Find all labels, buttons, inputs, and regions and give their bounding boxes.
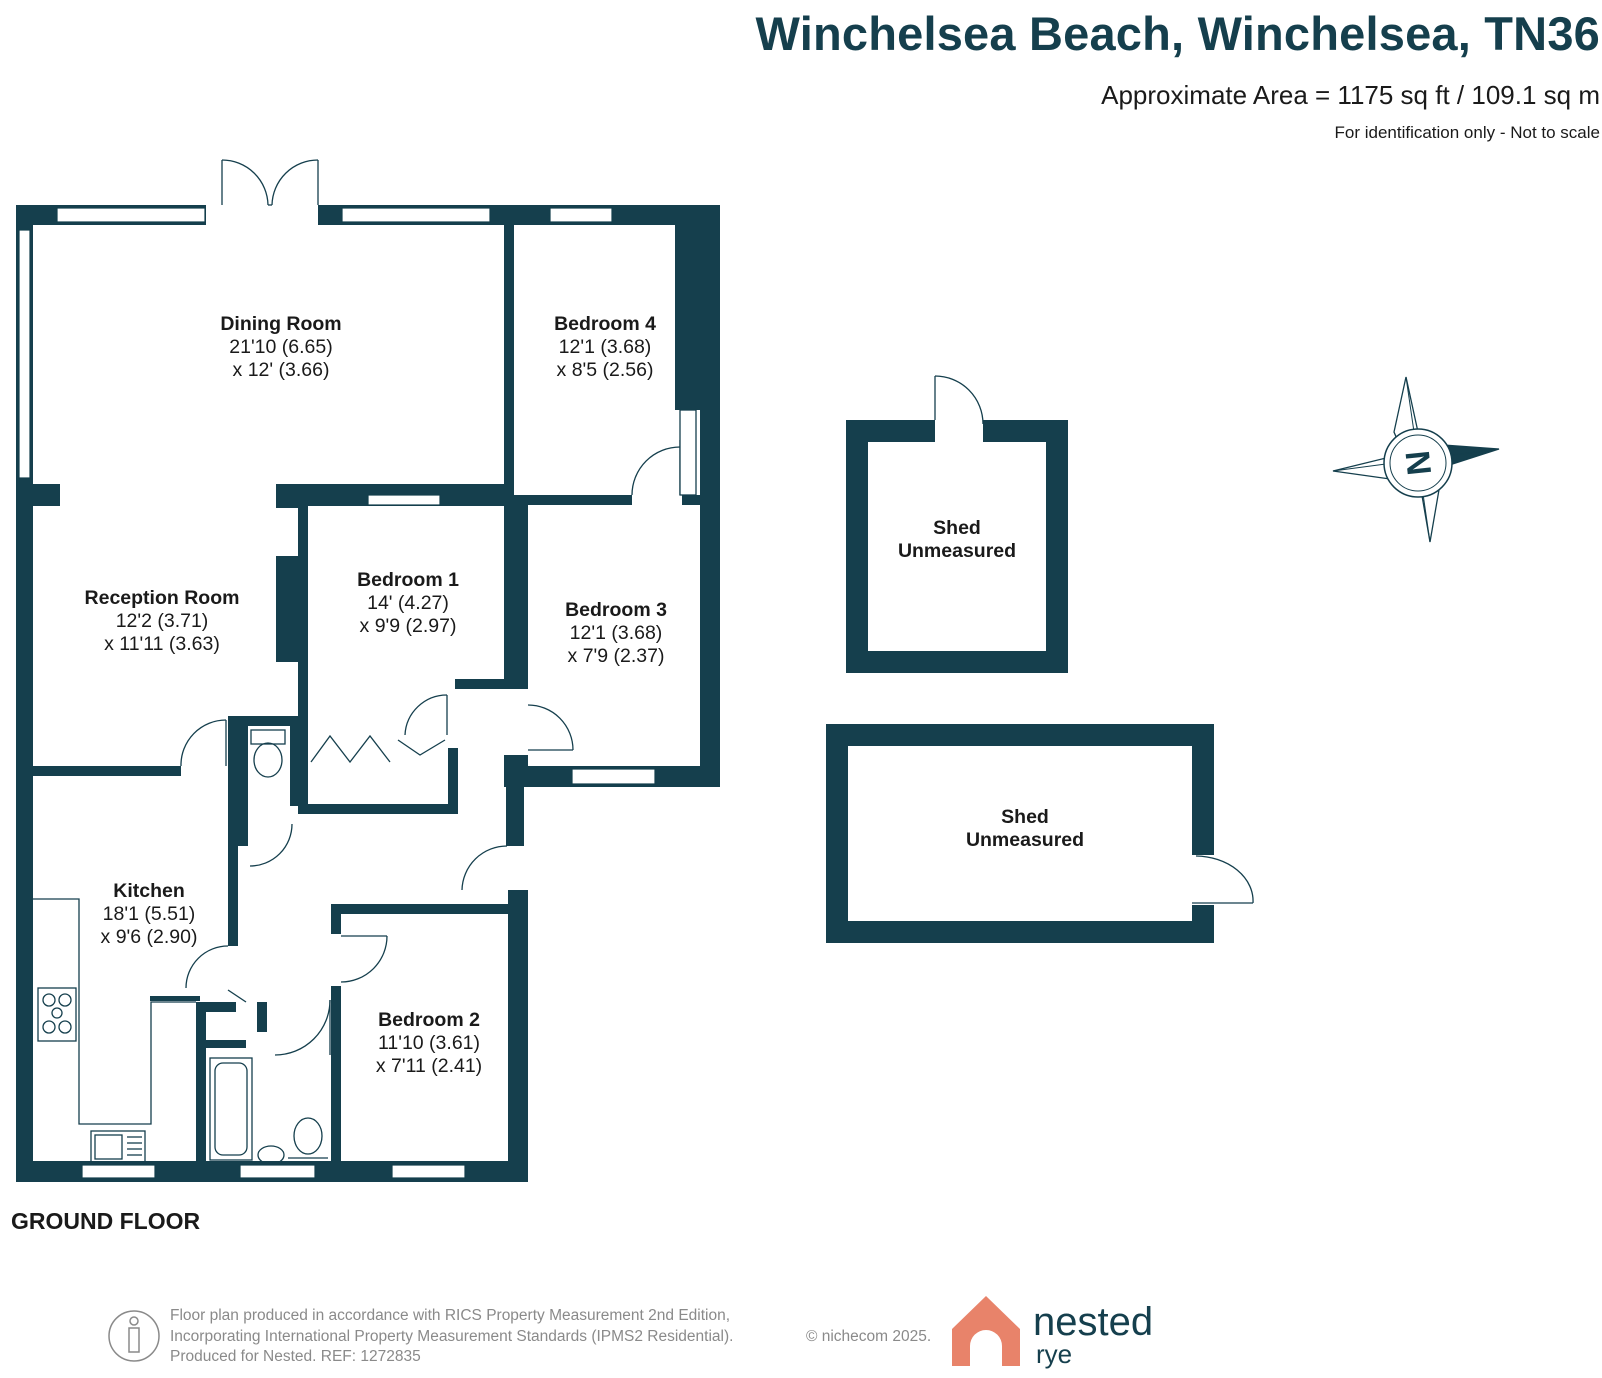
room-name: Bedroom 1 xyxy=(357,569,459,591)
brand-subtitle: rye xyxy=(1036,1339,1073,1369)
footer-notes: Floor plan produced in accordance with R… xyxy=(170,1306,733,1368)
room-dimension: x 8'5 (2.56) xyxy=(556,359,654,381)
shed-name: Shed xyxy=(1001,806,1049,828)
room-reception-room: Reception Room 12'2 (3.71) x 11'11 (3.63… xyxy=(85,587,240,656)
room-name: Bedroom 3 xyxy=(565,599,667,621)
shed-1-label: Shed Unmeasured xyxy=(898,517,1016,563)
shed-2-label: Shed Unmeasured xyxy=(966,806,1084,852)
doors xyxy=(180,159,697,1056)
windows xyxy=(18,207,656,1179)
room-name: Dining Room xyxy=(220,313,342,335)
room-dimension: 12'1 (3.68) xyxy=(558,336,652,358)
footer-line: Incorporating International Property Mea… xyxy=(170,1327,734,1345)
room-dimension: x 12' (3.66) xyxy=(232,359,330,381)
compass-letter: N xyxy=(1399,449,1439,477)
copyright: © nichecom 2025. xyxy=(806,1328,932,1345)
shed-note: Unmeasured xyxy=(965,829,1085,851)
room-bedroom-1: Bedroom 1 14' (4.27) x 9'9 (2.97) xyxy=(357,569,459,638)
nested-logo-icon xyxy=(952,1296,1020,1366)
room-kitchen: Kitchen 18'1 (5.51) x 9'6 (2.90) xyxy=(101,880,198,949)
room-dimension: 18'1 (5.51) xyxy=(102,903,196,925)
shed-2 xyxy=(826,724,1254,943)
room-name: Bedroom 4 xyxy=(554,313,656,335)
floor-label: GROUND FLOOR xyxy=(11,1208,201,1234)
room-dimension: 21'10 (6.65) xyxy=(229,336,333,358)
shed-1 xyxy=(846,375,1068,673)
room-name: Bedroom 2 xyxy=(378,1009,480,1031)
room-dimension: x 7'9 (2.37) xyxy=(567,645,665,667)
scale-disclaimer: For identification only - Not to scale xyxy=(1334,123,1600,142)
room-dimension: x 9'6 (2.90) xyxy=(100,926,198,948)
room-dining-room: Dining Room 21'10 (6.65) x 12' (3.66) xyxy=(220,313,341,382)
room-dimension: 12'1 (3.68) xyxy=(569,622,663,644)
room-dimension: 14' (4.27) xyxy=(367,592,449,614)
footer-line: Produced for Nested. REF: 1272835 xyxy=(170,1348,421,1365)
approximate-area: Approximate Area = 1175 sq ft / 109.1 sq… xyxy=(1101,80,1600,110)
room-dimension: x 7'11 (2.41) xyxy=(375,1055,483,1077)
shed-name: Shed xyxy=(933,517,981,539)
footer-line: Floor plan produced in accordance with R… xyxy=(170,1307,731,1324)
brand-name: nested xyxy=(1033,1300,1154,1344)
room-dimension: 11'10 (3.61) xyxy=(377,1032,480,1054)
room-bedroom-3: Bedroom 3 12'1 (3.68) x 7'9 (2.37) xyxy=(565,599,667,668)
room-name: Kitchen xyxy=(113,880,185,902)
shed-note: Unmeasured xyxy=(897,540,1017,562)
person-icon xyxy=(108,1310,160,1362)
room-name: Reception Room xyxy=(84,587,240,609)
room-bedroom-2: Bedroom 2 11'10 (3.61) x 7'11 (2.41) xyxy=(376,1009,482,1078)
room-dimension: 12'2 (3.71) xyxy=(115,610,209,632)
room-dimension: x 11'11 (3.63) xyxy=(104,633,220,655)
compass-icon: N xyxy=(1332,376,1500,543)
page-title: Winchelsea Beach, Winchelsea, TN36 xyxy=(755,7,1600,60)
room-bedroom-4: Bedroom 4 12'1 (3.68) x 8'5 (2.56) xyxy=(554,313,656,382)
fixtures xyxy=(33,729,331,1165)
room-dimension: x 9'9 (2.97) xyxy=(359,615,457,637)
